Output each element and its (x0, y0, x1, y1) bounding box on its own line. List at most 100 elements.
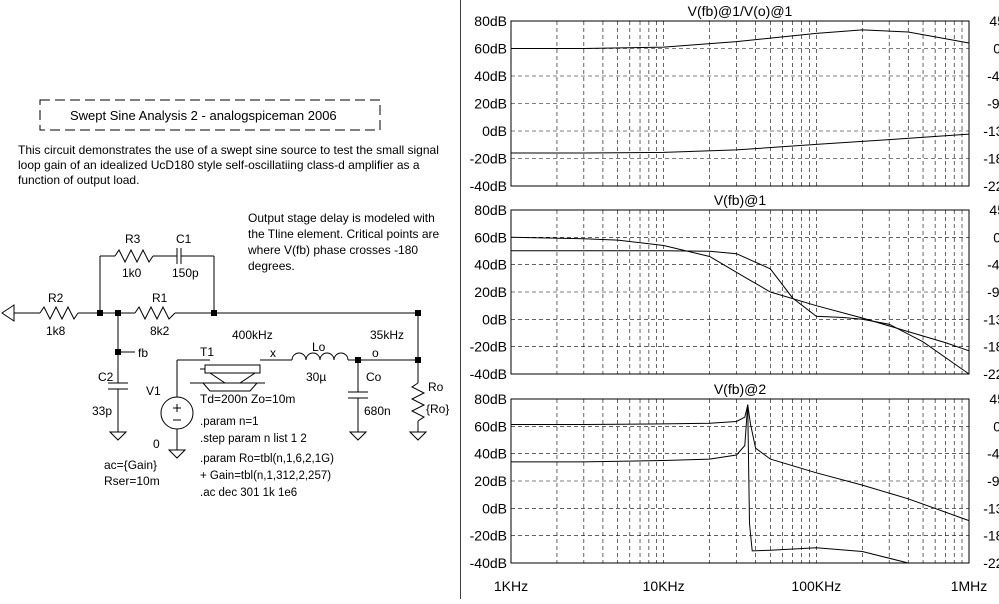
resistor-ro[interactable] (410, 382, 426, 422)
trace-1-phase[interactable] (511, 133, 970, 154)
circuit-description: This circuit demonstrates the use of a s… (18, 143, 439, 187)
y-tick-label-left: -20dB (470, 151, 507, 167)
y-tick-label-left: 0dB (482, 311, 507, 327)
resistor-r2[interactable] (39, 305, 79, 321)
label-c1: C1 (176, 232, 192, 246)
y-tick-label-right: -45° (987, 446, 999, 462)
plot-frame-2[interactable] (510, 209, 970, 375)
value-c2: 33p (92, 404, 113, 418)
y-tick-label-right: -180° (983, 339, 999, 355)
net-gnd: 0 (153, 437, 160, 451)
value-co: 680n (364, 404, 391, 418)
y-tick-label-right: -135° (983, 311, 999, 327)
schematic-title: Swept Sine Analysis 2 - analogspiceman 2… (70, 108, 337, 123)
net-x: x (270, 346, 276, 360)
y-tick-label-right: 45° (989, 391, 999, 407)
value-ro: {Ro} (426, 402, 450, 416)
directive-1[interactable]: .param n=1 (200, 416, 259, 428)
y-tick-label-right: 0° (993, 418, 999, 434)
source-rser: Rser=10m (104, 474, 160, 488)
x-tick-label: 1MHz (951, 578, 988, 594)
y-tick-label-right: -225° (983, 555, 999, 571)
waveform-viewer[interactable]: V(fb)@1/V(o)@1 80dB 60dB 40dB 20dB 0dB -20dB -4… (459, 0, 999, 599)
resistor-r1[interactable] (134, 305, 176, 321)
plot-title-3: V(fb)@2 (714, 381, 767, 397)
voltage-source-v1[interactable] (160, 396, 194, 430)
label-c2: C2 (98, 370, 114, 384)
y-tick-label-right: -180° (983, 528, 999, 544)
plot-title-1: V(fb)@1/V(o)@1 (688, 3, 793, 19)
y-tick-label-left: 20dB (474, 473, 507, 489)
plot-canvas[interactable]: V(fb)@1/V(o)@1 80dB 60dB 40dB 20dB 0dB -20dB -4… (459, 0, 999, 599)
y-tick-label-right: -90° (987, 284, 999, 300)
y-tick-label-right: -180° (983, 151, 999, 167)
y-tick-label-right: 0° (993, 229, 999, 245)
y-tick-label-left: 60dB (474, 41, 507, 57)
label-co: Co (366, 370, 382, 384)
schematic-canvas[interactable] (0, 0, 460, 599)
y-tick-label-left: 80dB (474, 202, 507, 218)
directive-5[interactable]: .ac dec 301 1k 1e6 (200, 487, 298, 499)
value-r1: 8k2 (150, 324, 170, 338)
y-tick-label-right: -90° (987, 473, 999, 489)
label-t1: T1 (200, 345, 215, 359)
trace-2-phase[interactable] (511, 250, 970, 375)
y-tick-label-left: -40dB (470, 555, 507, 571)
label-r3: R3 (125, 232, 141, 246)
plot-title-2: V(fb)@1 (714, 192, 767, 208)
trace-1-magnitude[interactable] (511, 29, 970, 49)
label-lo: Lo (312, 340, 326, 354)
value-lo: 30µ (306, 370, 327, 384)
delay-note: Output stage delay is modeled with the T… (248, 211, 440, 273)
y-tick-label-right: 45° (989, 202, 999, 218)
source-ac: ac={Gain} (104, 458, 158, 472)
y-tick-label-right: -225° (983, 178, 999, 194)
plot-frame-1[interactable] (510, 20, 970, 187)
directive-2[interactable]: .step param n list 1 2 (200, 433, 307, 445)
freq-400khz: 400kHz (232, 328, 273, 342)
label-r2: R2 (48, 291, 64, 305)
y-tick-label-left: 40dB (474, 257, 507, 273)
y-tick-label-left: 0dB (482, 123, 507, 139)
freq-35khz: 35kHz (370, 328, 405, 342)
y-tick-label-right: -45° (987, 68, 999, 84)
trace-3-magnitude[interactable] (511, 404, 970, 522)
y-tick-label-right: 0° (993, 41, 999, 57)
title-box (39, 99, 381, 131)
input-port[interactable] (1, 304, 15, 322)
y-tick-label-right: -90° (987, 96, 999, 112)
directive-3[interactable]: .param Ro=tbl(n,1,6,2,1G) (200, 453, 334, 465)
value-t1: Td=200n Zo=10m (200, 392, 296, 406)
resistor-r3[interactable] (114, 248, 154, 264)
y-tick-label-left: 80dB (474, 13, 507, 29)
trace-2-magnitude[interactable] (510, 236, 970, 352)
value-r2: 1k8 (46, 324, 66, 338)
value-c1: 150p (172, 266, 199, 280)
y-tick-label-right: -45° (987, 257, 999, 273)
y-tick-label-right: -225° (983, 366, 999, 382)
y-tick-label-left: 0dB (482, 500, 507, 516)
plot-frame-3[interactable] (510, 398, 970, 564)
y-tick-label-left: -20dB (470, 339, 507, 355)
trace-3-phase[interactable] (511, 404, 969, 564)
net-fb: fb (138, 346, 149, 360)
tline-t1[interactable] (204, 364, 261, 374)
x-tick-label: 10KHz (643, 578, 685, 594)
directive-4[interactable]: + Gain=tbl(n,1,312,2,257) (200, 470, 332, 482)
y-tick-label-left: 60dB (474, 229, 507, 245)
y-tick-label-left: 80dB (474, 391, 507, 407)
label-r1: R1 (152, 291, 168, 305)
y-tick-label-left: 20dB (474, 96, 507, 112)
x-tick-label: 100KHz (791, 578, 841, 594)
y-tick-label-right: -135° (983, 123, 999, 139)
y-tick-label-right: -135° (983, 500, 999, 516)
label-v1: V1 (146, 384, 161, 398)
x-tick-label: 1KHz (494, 578, 528, 594)
schematic-pane[interactable]: Swept Sine Analysis 2 - analogspiceman 2… (0, 0, 460, 599)
y-tick-label-left: -20dB (470, 528, 507, 544)
y-tick-label-right: 45° (989, 13, 999, 29)
inductor-lo[interactable] (291, 352, 349, 361)
y-tick-label-left: 40dB (474, 68, 507, 84)
y-tick-label-left: -40dB (470, 366, 507, 382)
value-r3: 1k0 (122, 266, 142, 280)
